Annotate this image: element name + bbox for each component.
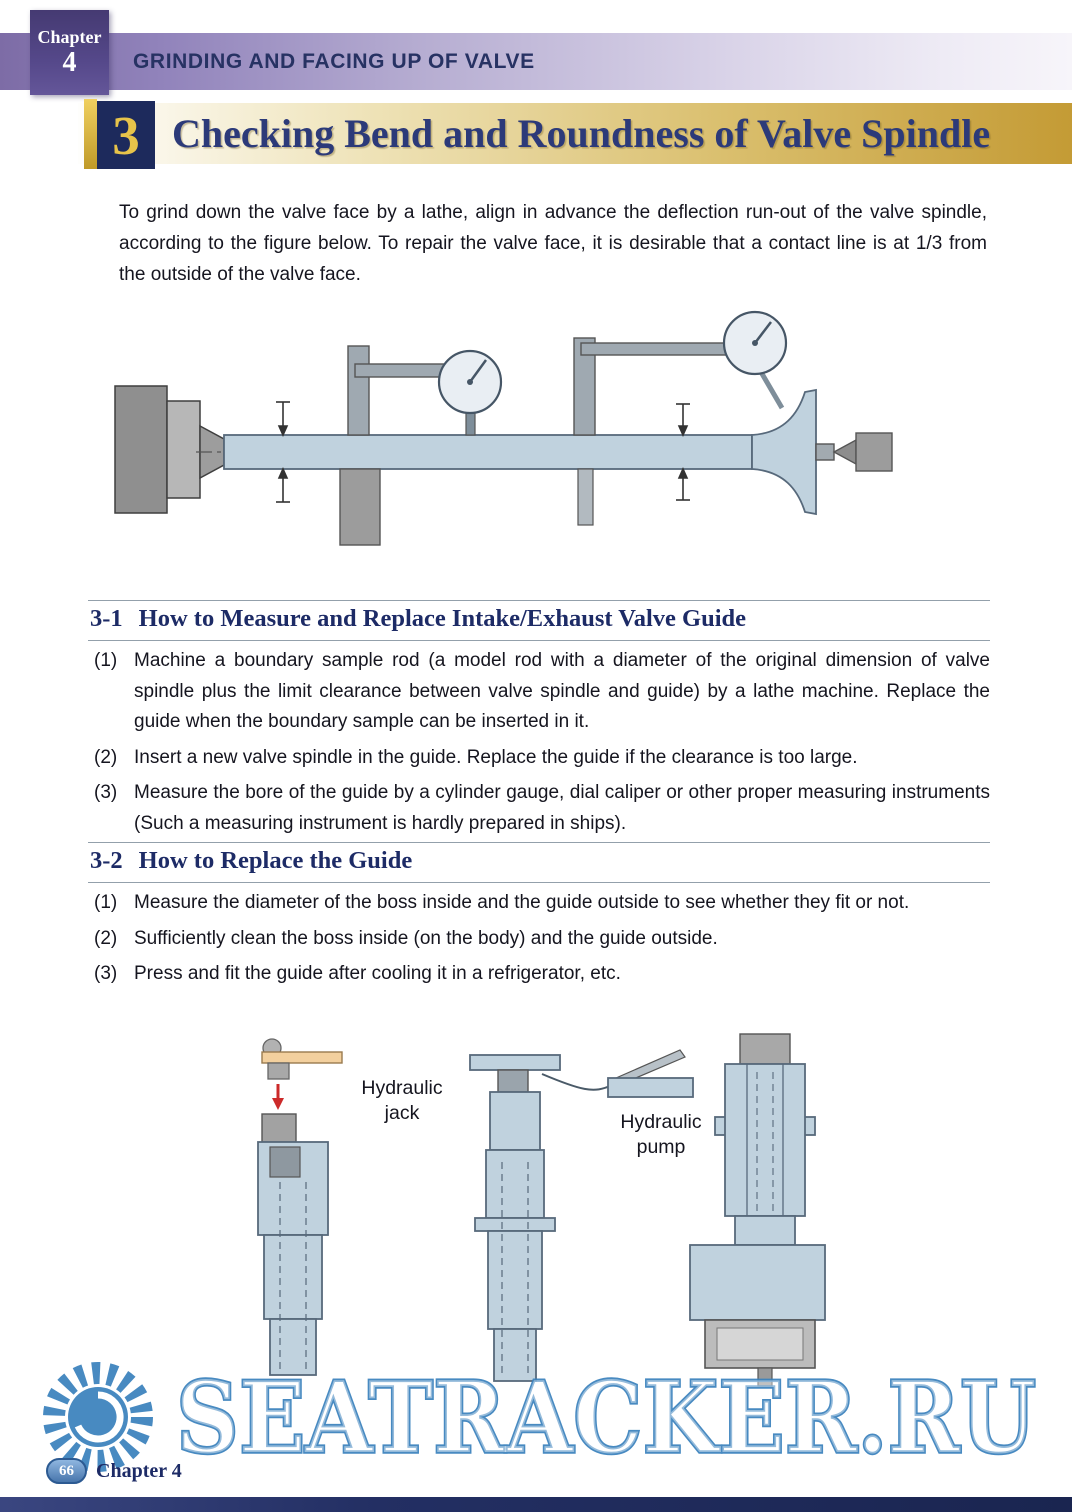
section-number-badge: 3: [97, 101, 155, 169]
guide-press-step-2: [469, 1054, 561, 1382]
section-3-1-number: 3-1: [90, 605, 123, 632]
hydraulic-jack-label: Hydraulic jack: [361, 1077, 443, 1124]
section-3-1: 3-1 How to Measure and Replace Intake/Exh…: [88, 600, 990, 839]
dial-indicator-right: [573, 310, 788, 526]
item-text: Measure the diameter of the boss inside …: [134, 892, 910, 913]
gold-accent-bar: [84, 99, 97, 169]
intro-paragraph: To grind down the valve face by a lathe,…: [119, 202, 987, 285]
tailstock: [815, 432, 893, 472]
item-marker: (3): [94, 963, 118, 984]
gold-gradient-band: [78, 103, 1072, 164]
item-marker: (1): [94, 892, 118, 913]
dial-indicator-left: [339, 345, 503, 546]
item-text: Measure the bore of the guide by a cylin…: [134, 782, 990, 834]
hydraulic-pump-label: Hydraulic pump: [620, 1111, 702, 1158]
item-text: Press and fit the guide after cooling it…: [134, 963, 621, 984]
valve-spindle-shaft: [223, 434, 753, 470]
section-3-2-title: How to Replace the Guide: [138, 847, 413, 874]
chapter-header-band: Chapter 4 GRINDING AND FACING UP OF VALV…: [0, 10, 1072, 95]
sun-logo-icon: [43, 1362, 153, 1472]
item-marker: (3): [94, 782, 118, 803]
list-item: (3) Measure the bore of the guide by a c…: [88, 778, 990, 839]
section-3-2-heading: 3-2 How to Replace the Guide: [88, 842, 990, 883]
page-footer: 66 Chapter 4: [46, 1458, 182, 1484]
guide-replacement-svg: [257, 1033, 826, 1387]
hydraulic-hose: [541, 1073, 613, 1091]
item-marker: (1): [94, 650, 118, 671]
lathe-chuck: [114, 385, 225, 514]
list-item: (2) Insert a new valve spindle in the gu…: [88, 743, 990, 774]
list-item: (1) Machine a boundary sample rod (a mod…: [88, 646, 990, 738]
footer-chapter-label: Chapter 4: [96, 1459, 182, 1482]
page-bottom-bar: [0, 1497, 1072, 1512]
item-marker: (2): [94, 746, 118, 768]
list-item: (3) Press and fit the guide after coolin…: [88, 959, 990, 990]
page-number-badge: 66: [46, 1458, 87, 1484]
guide-press-step-3: [689, 1033, 826, 1387]
section-3-1-heading: 3-1 How to Measure and Replace Intake/Exh…: [88, 600, 990, 641]
chapter-label: Chapter: [37, 27, 102, 48]
item-text: Machine a boundary sample rod (a model r…: [134, 650, 990, 732]
section-3-2: 3-2 How to Replace the Guide (1) Measure …: [88, 842, 990, 990]
section-title-row: 3 Checking Bend and Roundness of Valve S…: [0, 99, 1072, 169]
figure-guide-replacement-diagram: Hydraulic jack Hydraulic pump: [180, 1022, 880, 1400]
item-text: Insert a new valve spindle in the guide.…: [134, 746, 858, 768]
list-item: (1) Measure the diameter of the boss ins…: [88, 888, 990, 919]
spindle-runout-svg: [114, 310, 893, 546]
figure-spindle-runout-diagram: [100, 298, 972, 566]
hydraulic-pump-illustration: [607, 1049, 694, 1098]
chapter-badge: Chapter 4: [30, 10, 109, 95]
guide-press-step-1: [257, 1038, 343, 1376]
section-3-1-title: How to Measure and Replace Intake/Exhaus…: [138, 605, 747, 632]
valve-head: [751, 388, 817, 516]
chapter-number: 4: [62, 47, 77, 79]
section-3-2-number: 3-2: [90, 847, 123, 874]
chapter-title: GRINDING AND FACING UP OF VALVE: [133, 50, 535, 73]
item-marker: (2): [94, 927, 118, 949]
list-item: (2) Sufficiently clean the boss inside (…: [88, 924, 990, 955]
runout-arrows-left: [276, 401, 290, 503]
item-text: Sufficiently clean the boss inside (on t…: [134, 927, 718, 949]
page-title: Checking Bend and Roundness of Valve Spi…: [172, 111, 991, 156]
runout-arrows-right: [676, 403, 690, 501]
